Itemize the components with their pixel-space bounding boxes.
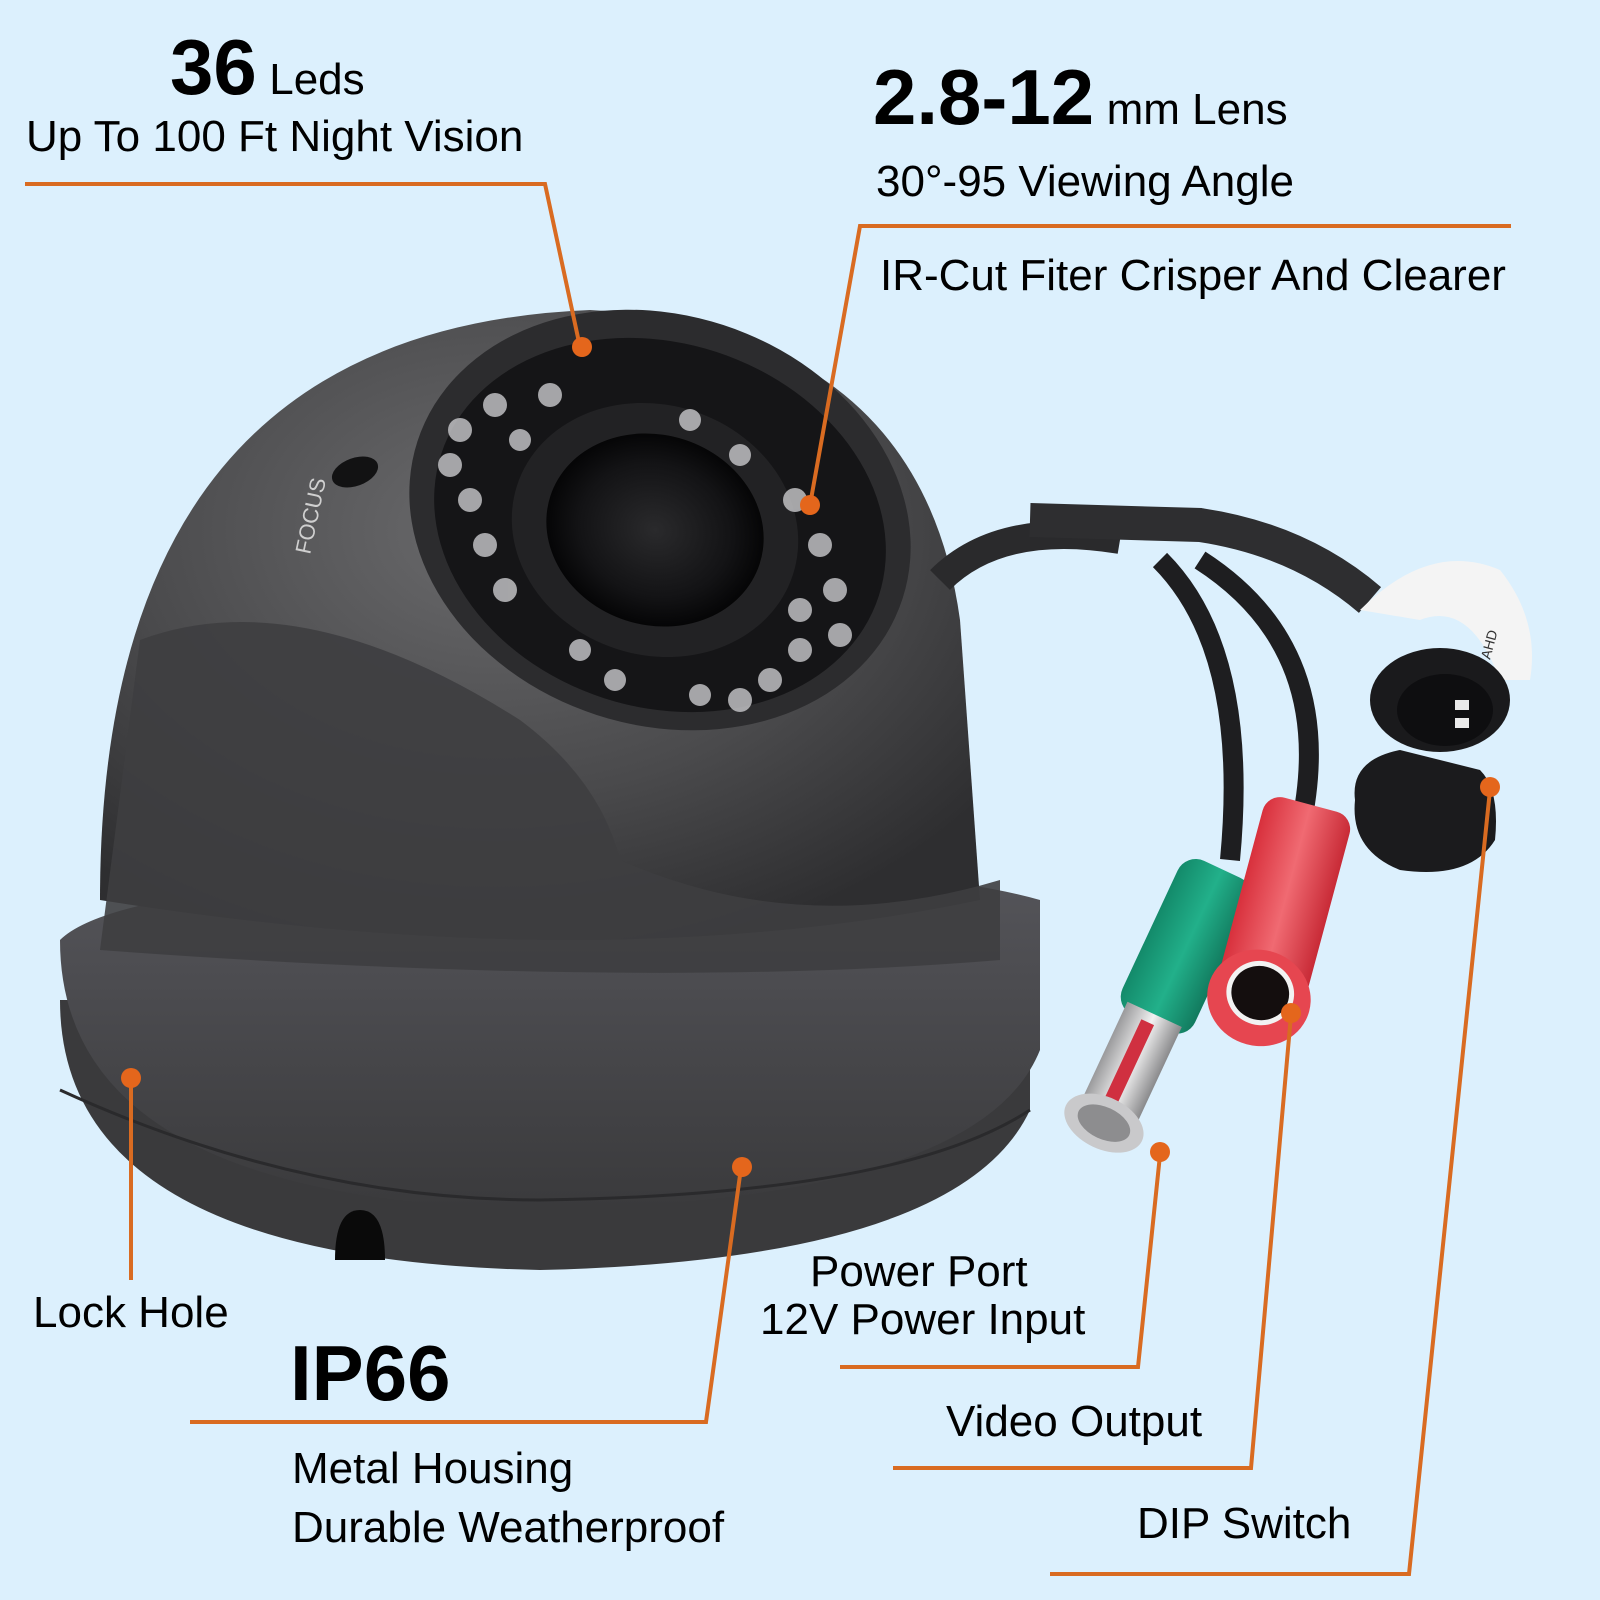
dip-switch-cap bbox=[1354, 750, 1496, 872]
lens-unit: mm Lens bbox=[1106, 85, 1288, 134]
dip-switch-label: DIP Switch bbox=[1137, 1499, 1352, 1548]
dot-lens bbox=[800, 495, 820, 515]
lock-hole bbox=[335, 1210, 385, 1260]
lens-housing bbox=[409, 309, 911, 731]
callout-lines bbox=[25, 182, 1511, 1576]
ir-led-ring bbox=[438, 383, 852, 712]
callout-line-power bbox=[893, 1014, 1293, 1470]
svg-text:AHD: AHD bbox=[1477, 628, 1500, 661]
weatherproof-text: Durable Weatherproof bbox=[292, 1503, 725, 1552]
callout-line-video bbox=[840, 1154, 1162, 1369]
dot-dip bbox=[1480, 777, 1500, 797]
cable-harness: AHD bbox=[930, 503, 1532, 1153]
leds-unit: Leds bbox=[269, 55, 365, 104]
leds-heading: 36 Leds bbox=[170, 28, 365, 106]
callout-line-ip66 bbox=[190, 1167, 743, 1424]
ip66-rating: IP66 bbox=[290, 1329, 451, 1417]
focus-hole bbox=[331, 456, 379, 488]
callout-line-dip bbox=[1050, 789, 1492, 1576]
dot-ip66 bbox=[732, 1157, 752, 1177]
callout-line-lens bbox=[808, 224, 1511, 506]
viewing-angle-text: 30°-95 Viewing Angle bbox=[876, 157, 1294, 206]
dot-power bbox=[1281, 1003, 1301, 1023]
metal-housing-text: Metal Housing bbox=[292, 1444, 574, 1493]
power-input-label: 12V Power Input bbox=[760, 1295, 1086, 1344]
dot-lock-hole bbox=[121, 1068, 141, 1088]
lock-hole-label: Lock Hole bbox=[33, 1288, 229, 1337]
callout-line-leds bbox=[25, 182, 582, 348]
night-vision-text: Up To 100 Ft Night Vision bbox=[26, 112, 524, 161]
cable-tag bbox=[1360, 561, 1532, 680]
ir-cut-text: IR-Cut Fiter Crisper And Clearer bbox=[880, 251, 1506, 300]
lens bbox=[546, 433, 764, 627]
dot-video bbox=[1150, 1142, 1170, 1162]
dc-power-connector bbox=[1207, 797, 1351, 1047]
lens-size: 2.8-12 bbox=[873, 53, 1095, 141]
callout-dots bbox=[121, 337, 1500, 1177]
lens-heading: 2.8-12 mm Lens bbox=[873, 58, 1288, 136]
video-output-label: Video Output bbox=[946, 1397, 1203, 1446]
dot-leds bbox=[572, 337, 592, 357]
power-port-label: Power Port bbox=[810, 1247, 1028, 1296]
leds-count: 36 bbox=[170, 23, 257, 111]
bnc-video-connector bbox=[1064, 859, 1252, 1153]
